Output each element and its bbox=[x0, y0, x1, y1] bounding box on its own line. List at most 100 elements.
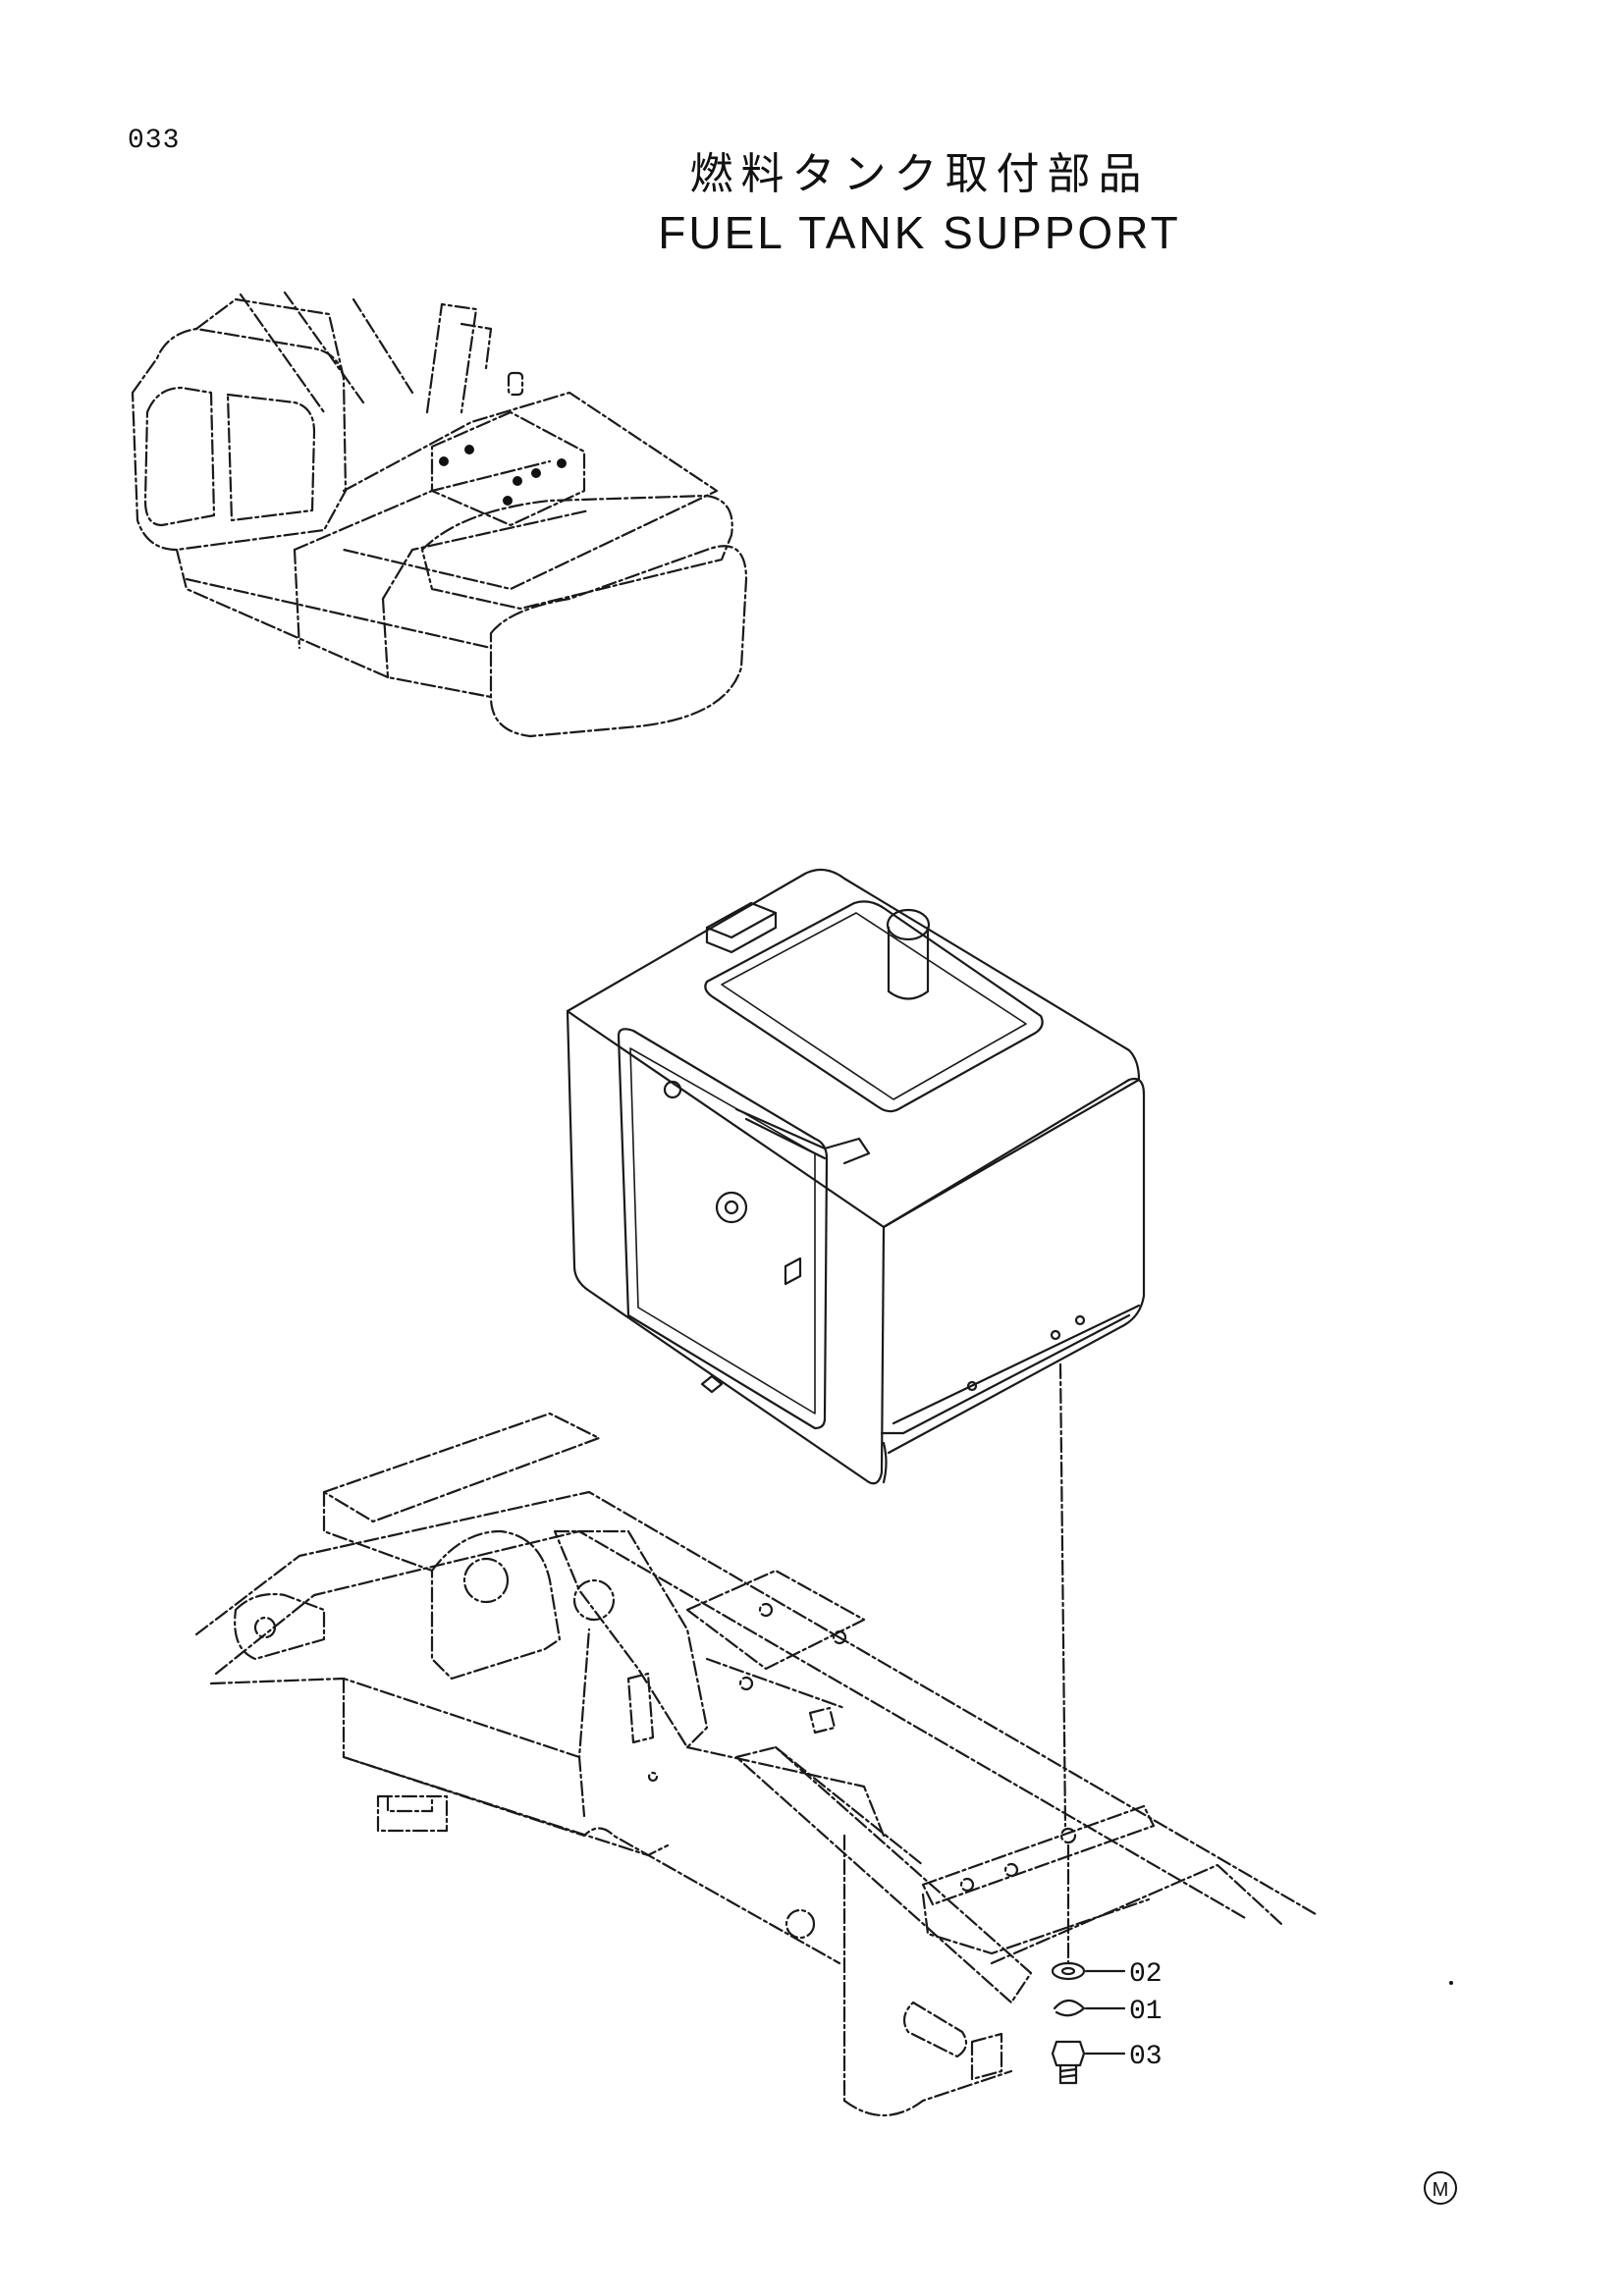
fuel-cap bbox=[507, 371, 524, 397]
tank-mount-lower bbox=[921, 1893, 1151, 1955]
title-block: 燃料タンク取付部品 FUEL TANK SUPPORT bbox=[0, 147, 1623, 263]
tank-bottom bbox=[882, 1441, 888, 1484]
breather-line bbox=[705, 911, 778, 939]
side-beam-bottom bbox=[342, 1755, 841, 1965]
handrail bbox=[425, 302, 478, 414]
tank-rivet bbox=[1050, 1329, 1061, 1341]
breather-block bbox=[705, 901, 778, 954]
frame-clip bbox=[626, 1672, 655, 1744]
tank-front bbox=[566, 1009, 886, 1485]
bolt-marker bbox=[531, 468, 541, 478]
support-arm-slot bbox=[902, 2001, 968, 2058]
side-beam bbox=[342, 1677, 670, 1857]
hinge-bracket bbox=[744, 1117, 827, 1160]
front-panel bbox=[617, 1028, 829, 1430]
tank-mount bbox=[921, 1804, 1156, 1906]
callout-label-01: 01 bbox=[1129, 1997, 1163, 2027]
tank-right-edge bbox=[892, 1304, 1141, 1425]
frame-rail bbox=[214, 1529, 1249, 1921]
top-panel-inner bbox=[721, 912, 1027, 1100]
frame-clip bbox=[386, 1794, 434, 1813]
fuel-tank bbox=[566, 868, 1146, 1485]
bracket-stud bbox=[808, 1706, 837, 1735]
frame-hole bbox=[784, 1908, 816, 1940]
panel-clip bbox=[784, 1256, 802, 1286]
cross-member bbox=[685, 1569, 866, 1671]
body-line bbox=[381, 597, 390, 679]
deck-line bbox=[293, 459, 552, 552]
cab-window-side bbox=[226, 393, 316, 522]
boom-line bbox=[239, 293, 326, 414]
boom-foot bbox=[430, 1529, 562, 1681]
boom-line bbox=[352, 297, 414, 395]
swing-frame bbox=[194, 1412, 1318, 2117]
filler-cap bbox=[886, 908, 931, 941]
boom-bracket-plate bbox=[322, 1490, 434, 1573]
cab-window-front bbox=[143, 386, 216, 527]
deck-line bbox=[381, 508, 591, 601]
center-plate bbox=[685, 1745, 886, 1838]
cross-member bbox=[705, 1657, 846, 1710]
small-hole bbox=[647, 1771, 659, 1783]
level-gauge-inner bbox=[724, 1200, 739, 1215]
hinge-bracket bbox=[734, 1107, 871, 1165]
cross-member-hole bbox=[738, 1676, 754, 1691]
stray-dot bbox=[1449, 1981, 1453, 1985]
boom-bracket-plate bbox=[322, 1412, 601, 1523]
level-gauge bbox=[715, 1191, 748, 1224]
washer bbox=[1051, 1961, 1086, 1981]
counterweight bbox=[489, 545, 748, 738]
mount-hole bbox=[959, 1877, 975, 1893]
front-panel-inner bbox=[629, 1047, 816, 1415]
frame-clip bbox=[376, 1794, 449, 1833]
bolt-marker bbox=[557, 458, 567, 468]
side-hole bbox=[663, 1080, 682, 1099]
bolt-marker bbox=[513, 476, 522, 486]
support-arm bbox=[734, 1745, 1033, 2004]
counterweight-line bbox=[175, 548, 493, 699]
cross-member-hole bbox=[758, 1602, 774, 1618]
bolt-shank bbox=[1058, 2063, 1078, 2085]
support-arm-lower bbox=[842, 2069, 1013, 2117]
tank-rivet bbox=[966, 1380, 978, 1392]
frame-clip bbox=[970, 2032, 1003, 2081]
center-plate-hole bbox=[572, 1578, 616, 1622]
tank-rivet bbox=[1074, 1314, 1086, 1326]
bolt-thread bbox=[1058, 2067, 1078, 2079]
side-beam bbox=[577, 1755, 586, 1818]
left-lug-hole bbox=[253, 1616, 277, 1639]
page-number: 033 bbox=[128, 126, 181, 156]
spring-washer bbox=[1053, 1999, 1086, 2017]
filler-neck bbox=[887, 926, 930, 1000]
top-panel bbox=[704, 900, 1044, 1113]
bolt-marker bbox=[503, 496, 513, 506]
assembly-line bbox=[1058, 1362, 1067, 1828]
washer-hole bbox=[1060, 1966, 1076, 1976]
boom-line bbox=[283, 291, 365, 404]
frame-lower bbox=[990, 1863, 1283, 1965]
engine-cover bbox=[420, 494, 733, 611]
frame-rail bbox=[194, 1490, 1318, 1916]
tank-foot bbox=[700, 1374, 724, 1394]
handrail bbox=[460, 322, 493, 370]
frame-rail bbox=[209, 1628, 591, 1759]
upper-deck bbox=[342, 391, 719, 591]
title-japanese: 燃料タンク取付部品 bbox=[689, 149, 1150, 199]
cab-outline bbox=[131, 327, 348, 552]
tank-highlight bbox=[430, 410, 586, 527]
cross-member-hole bbox=[832, 1629, 847, 1645]
body-line bbox=[293, 548, 301, 650]
support-arm bbox=[774, 1745, 925, 1867]
title-english: FUEL TANK SUPPORT bbox=[658, 207, 1181, 258]
mount-hole-bolt bbox=[1059, 1827, 1077, 1844]
center-plate bbox=[553, 1529, 709, 1749]
bolt-marker bbox=[439, 456, 449, 466]
counterweight-line bbox=[185, 577, 493, 650]
callout-label-02: 02 bbox=[1129, 1959, 1163, 1990]
bolt-marker bbox=[464, 445, 474, 454]
tank-bottom-flange bbox=[880, 1313, 1131, 1435]
left-lug bbox=[234, 1592, 326, 1661]
boom-pin-hole bbox=[462, 1557, 510, 1604]
bolt-head bbox=[1051, 2040, 1086, 2067]
